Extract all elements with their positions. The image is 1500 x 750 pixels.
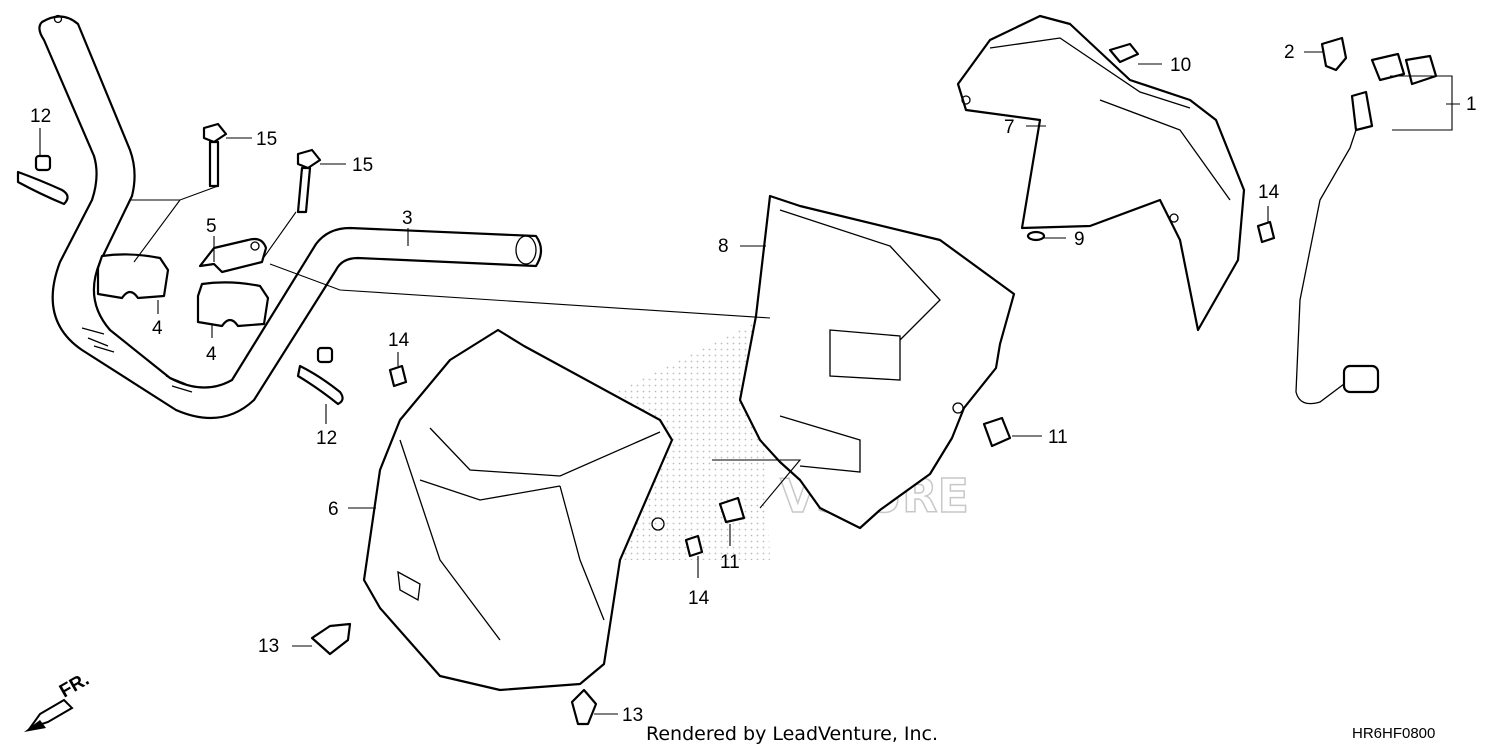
callout-13b: 13 — [622, 705, 643, 726]
bolt-11a[interactable] — [982, 416, 1012, 448]
handlebar-holder-upper-right[interactable] — [196, 281, 270, 328]
callout-12a: 12 — [30, 106, 51, 127]
callout-6: 6 — [328, 499, 339, 520]
trim-clip-13a[interactable] — [310, 622, 352, 656]
ignition-switch-assembly[interactable] — [1295, 52, 1438, 405]
callout-3: 3 — [402, 208, 413, 229]
bolt-11b[interactable] — [718, 496, 746, 524]
callout-15a: 15 — [256, 129, 277, 150]
trim-clip-13b[interactable] — [570, 688, 598, 726]
screw-14c[interactable] — [1256, 220, 1276, 244]
diagram-code: HR6HF0800 — [1352, 725, 1435, 742]
callout-15b: 15 — [352, 155, 373, 176]
front-direction-arrow: FR. — [24, 669, 93, 732]
callout-14c: 14 — [1258, 182, 1280, 203]
callout-11b: 11 — [720, 552, 740, 573]
handlebar[interactable] — [38, 14, 543, 420]
handlebar-cover[interactable] — [956, 14, 1246, 332]
screw-14a[interactable] — [388, 364, 408, 388]
render-credit: Rendered by LeadVenture, Inc. — [646, 723, 938, 745]
callout-13a: 13 — [258, 636, 279, 657]
callout-4b: 4 — [206, 344, 217, 365]
front-arrow-label: FR. — [56, 669, 93, 702]
callout-5: 5 — [206, 216, 217, 237]
handlebar-holder-upper-left[interactable] — [96, 253, 170, 300]
callout-2: 2 — [1284, 42, 1295, 63]
callout-4a: 4 — [152, 318, 163, 339]
callout-labels: 1 2 3 4 4 5 6 7 8 9 10 11 11 12 12 13 13… — [30, 42, 1477, 726]
callout-9: 9 — [1074, 229, 1085, 250]
bolt-15a[interactable] — [202, 122, 228, 188]
screw-14b[interactable] — [684, 534, 704, 558]
callout-14b: 14 — [688, 588, 710, 609]
clip[interactable] — [1108, 42, 1140, 64]
key[interactable] — [1320, 36, 1348, 72]
callout-12b: 12 — [316, 428, 337, 449]
cable-band-upper[interactable] — [16, 154, 69, 206]
cable-band-lower[interactable] — [296, 346, 344, 406]
leader-lines — [39, 51, 1460, 715]
headlight-cover[interactable] — [362, 328, 674, 692]
bolt-15b[interactable] — [296, 148, 322, 214]
callout-11a: 11 — [1048, 427, 1068, 448]
callout-10: 10 — [1170, 55, 1191, 76]
bracket[interactable] — [198, 237, 268, 274]
grommet[interactable] — [1026, 230, 1046, 242]
callout-14a: 14 — [388, 330, 410, 351]
callout-8: 8 — [718, 236, 729, 257]
headlight-case[interactable] — [738, 194, 1016, 530]
callout-1: 1 — [1466, 94, 1477, 115]
callout-7: 7 — [1004, 117, 1015, 138]
